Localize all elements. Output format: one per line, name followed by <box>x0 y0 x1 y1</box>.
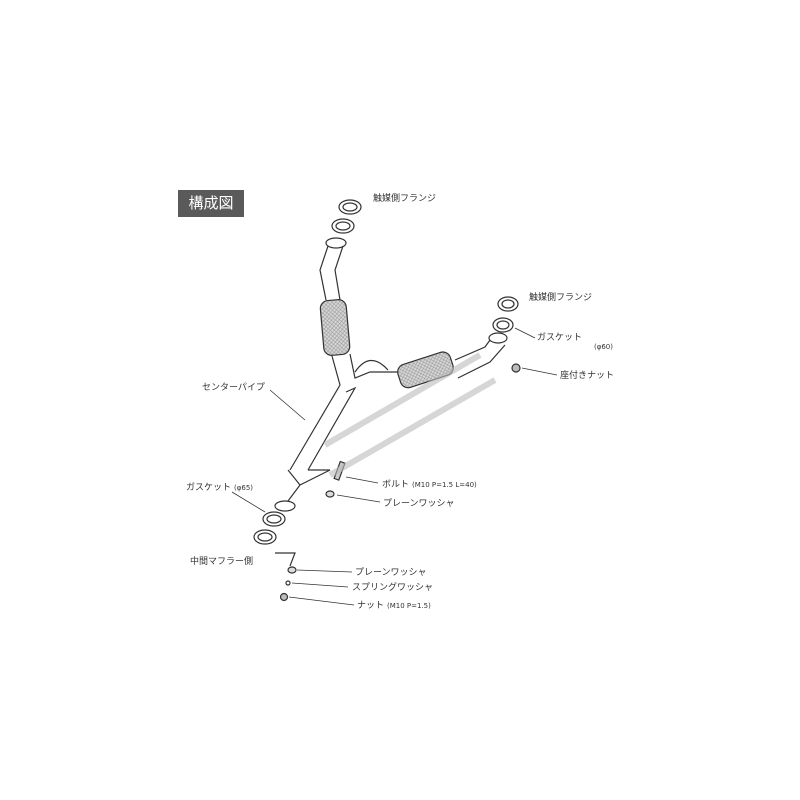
label-cat-flange-left: 触媒側フランジ <box>373 194 437 204</box>
gasket-left-name: ガスケット <box>186 483 232 493</box>
mid-muffler-flange <box>253 529 277 545</box>
label-nut: ナット(M10 P=1.5) <box>357 598 431 611</box>
spring-washer <box>285 580 291 586</box>
label-gasket-right: ガスケット <box>537 333 583 343</box>
cat-flange-left <box>338 199 362 215</box>
nut-spec: (M10 P=1.5) <box>387 602 431 610</box>
flange-nut <box>511 363 521 373</box>
diagram-title: 構成図 <box>178 190 244 217</box>
label-gasket-left: ガスケット(φ65) <box>186 480 253 493</box>
gasket-left <box>262 511 286 527</box>
label-flange-nut: 座付きナット <box>560 371 615 381</box>
label-spring-washer: スプリングワッシャ <box>352 583 434 593</box>
bolt-name: ボルト <box>382 480 410 490</box>
label-cat-flange-right: 触媒側フランジ <box>529 293 593 303</box>
plain-washer-upper <box>325 490 335 498</box>
label-plain-washer-upper: プレーンワッシャ <box>383 499 455 509</box>
label-bolt: ボルト(M10 P=1.5 L=40) <box>382 477 477 490</box>
gasket-right <box>492 317 514 333</box>
label-center-pipe: センターパイプ <box>202 383 265 393</box>
nut <box>279 592 289 602</box>
nut-name: ナット <box>357 601 385 611</box>
watermark <box>323 352 497 478</box>
gasket-upper-left <box>331 218 355 234</box>
bolt-spec: (M10 P=1.5 L=40) <box>412 481 477 489</box>
gasket-left-spec: (φ65) <box>234 484 254 492</box>
label-gasket-right-spec: (φ60) <box>594 343 613 351</box>
label-mid-muffler-side: 中間マフラー側 <box>190 557 254 567</box>
plain-washer-lower <box>287 566 297 574</box>
label-plain-washer-lower: プレーンワッシャ <box>355 568 427 578</box>
center-pipe <box>284 245 508 506</box>
cat-flange-right <box>497 296 519 312</box>
